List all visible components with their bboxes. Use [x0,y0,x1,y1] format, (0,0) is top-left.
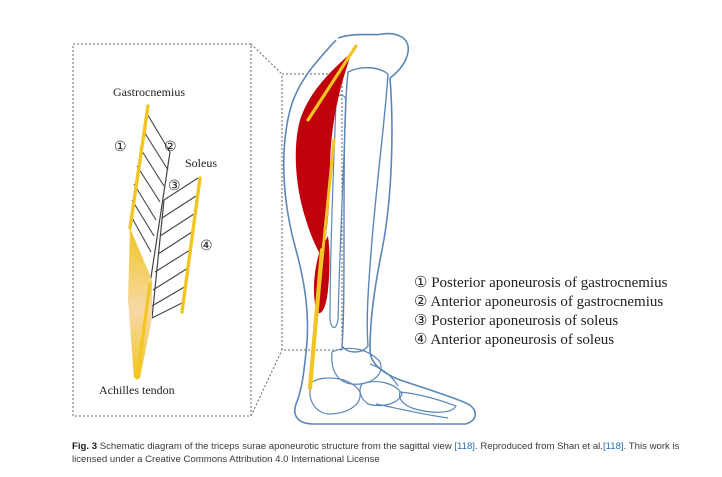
label-number-4: ④ [200,239,213,254]
fibula-bone [329,94,347,329]
label-gastrocnemius: Gastrocnemius [113,85,185,99]
label-number-2: ② [164,140,177,155]
figure-label: Fig. 3 [72,441,98,452]
legend-item-4: ④ Anterior aponeurosis of soleus [414,332,614,348]
leg-aponeurosis-posterior [306,44,358,122]
legend-item-2: ② Anterior aponeurosis of gastrocnemius [414,294,663,310]
tibia-bone [341,67,389,353]
label-soleus: Soleus [185,156,217,170]
caption-text-1: Schematic diagram of the triceps surae a… [99,441,452,452]
leg-achilles-tendon [307,247,325,391]
gastrocnemius-fibers [130,111,171,253]
soleus-fibers [151,177,199,319]
knee-outline [337,32,409,79]
label-achilles-tendon: Achilles tendon [99,383,175,397]
foot-bones [309,347,457,419]
legend-item-3: ③ Posterior aponeurosis of soleus [414,313,618,329]
caption-reference-link-1[interactable]: [118] [454,441,475,452]
anterior-aponeurosis-soleus [180,176,202,314]
achilles-tendon-inset-edge [135,282,152,380]
anterior-aponeurosis-gastrocnemius [149,151,171,285]
gastrocnemius-muscle [295,52,352,258]
caption-text-3: . This work is licensed under a Creative… [72,441,680,465]
label-number-1: ① [114,140,127,155]
leg-illustration [282,32,477,425]
figure-caption: Fig. 3 Schematic diagram of the triceps … [72,440,712,466]
legend: ① Posterior aponeurosis of gastrocnemius… [414,275,668,348]
achilles-tendon-inset [128,228,152,378]
caption-reference-link-2[interactable]: [118] [602,441,624,452]
posterior-leg-outline [282,39,337,425]
posterior-aponeurosis-gastrocnemius [128,104,150,230]
posterior-aponeurosis-soleus [151,199,165,319]
inset-connector-bottom [250,349,283,417]
inset-connector-top [250,43,283,75]
caption-text-2: . Reproduced from Shan et al. [474,441,603,452]
legend-item-1: ① Posterior aponeurosis of gastrocnemius [414,275,668,291]
label-number-3: ③ [168,179,181,194]
anterior-leg-outline [314,77,477,425]
inset-frame [72,43,252,417]
